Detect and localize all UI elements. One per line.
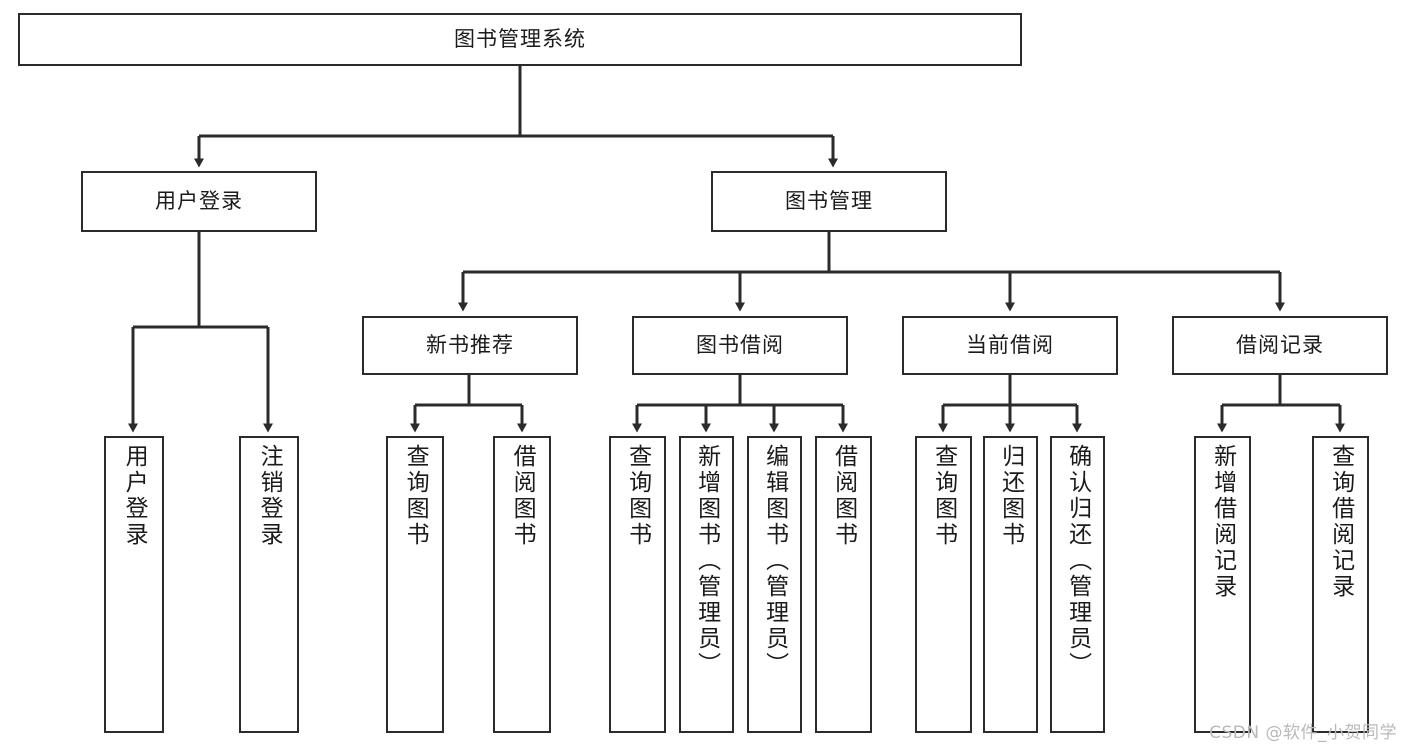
leaf-query-record[interactable]: 查询借阅记录 — [1312, 436, 1369, 733]
node-book-borrow-label: 图书借阅 — [696, 333, 784, 358]
node-user-login-label: 用户登录 — [155, 189, 243, 214]
leaf-borrow-book-2-label: 借阅图书 — [830, 444, 857, 548]
leaf-edit-book[interactable]: 编辑图书（管理员） — [747, 436, 802, 733]
leaf-query-book-2-label: 查询图书 — [624, 444, 651, 548]
node-root-label: 图书管理系统 — [454, 27, 586, 52]
leaf-confirm-return[interactable]: 确认归还（管理员） — [1050, 436, 1105, 733]
leaf-query-book-3[interactable]: 查询图书 — [915, 436, 972, 733]
leaf-confirm-return-label: 确认归还（管理员） — [1064, 444, 1091, 678]
node-user-login[interactable]: 用户登录 — [81, 171, 317, 232]
leaf-edit-book-label: 编辑图书（管理员） — [761, 444, 788, 678]
node-book-manage[interactable]: 图书管理 — [711, 171, 947, 232]
leaf-query-record-label: 查询借阅记录 — [1327, 444, 1354, 600]
leaf-borrow-book-2[interactable]: 借阅图书 — [815, 436, 872, 733]
leaf-query-book-1-label: 查询图书 — [402, 444, 429, 548]
leaf-add-record-label: 新增借阅记录 — [1209, 444, 1236, 600]
csdn-watermark: CSDN @软件_小贺同学 — [1209, 723, 1397, 743]
node-root[interactable]: 图书管理系统 — [18, 13, 1022, 66]
node-borrow-record[interactable]: 借阅记录 — [1172, 316, 1388, 375]
node-book-borrow[interactable]: 图书借阅 — [632, 316, 848, 375]
node-new-book-recommend[interactable]: 新书推荐 — [362, 316, 578, 375]
leaf-query-book-2[interactable]: 查询图书 — [609, 436, 666, 733]
leaf-query-book-3-label: 查询图书 — [930, 444, 957, 548]
leaf-logout-login[interactable]: 注销登录 — [239, 436, 299, 733]
leaf-add-record[interactable]: 新增借阅记录 — [1194, 436, 1251, 733]
leaf-user-login[interactable]: 用户登录 — [104, 436, 164, 733]
leaf-add-book[interactable]: 新增图书（管理员） — [679, 436, 734, 733]
leaf-return-book[interactable]: 归还图书 — [983, 436, 1038, 733]
node-borrow-record-label: 借阅记录 — [1236, 333, 1324, 358]
leaf-query-book-1[interactable]: 查询图书 — [386, 436, 444, 733]
leaf-return-book-label: 归还图书 — [997, 444, 1024, 548]
leaf-user-login-label: 用户登录 — [121, 444, 148, 548]
leaf-borrow-book-1[interactable]: 借阅图书 — [493, 436, 551, 733]
leaf-add-book-label: 新增图书（管理员） — [693, 444, 720, 678]
leaf-logout-login-label: 注销登录 — [256, 444, 283, 548]
node-current-borrow[interactable]: 当前借阅 — [902, 316, 1118, 375]
node-new-book-recommend-label: 新书推荐 — [426, 333, 514, 358]
node-current-borrow-label: 当前借阅 — [966, 333, 1054, 358]
node-book-manage-label: 图书管理 — [785, 189, 873, 214]
leaf-borrow-book-1-label: 借阅图书 — [509, 444, 536, 548]
